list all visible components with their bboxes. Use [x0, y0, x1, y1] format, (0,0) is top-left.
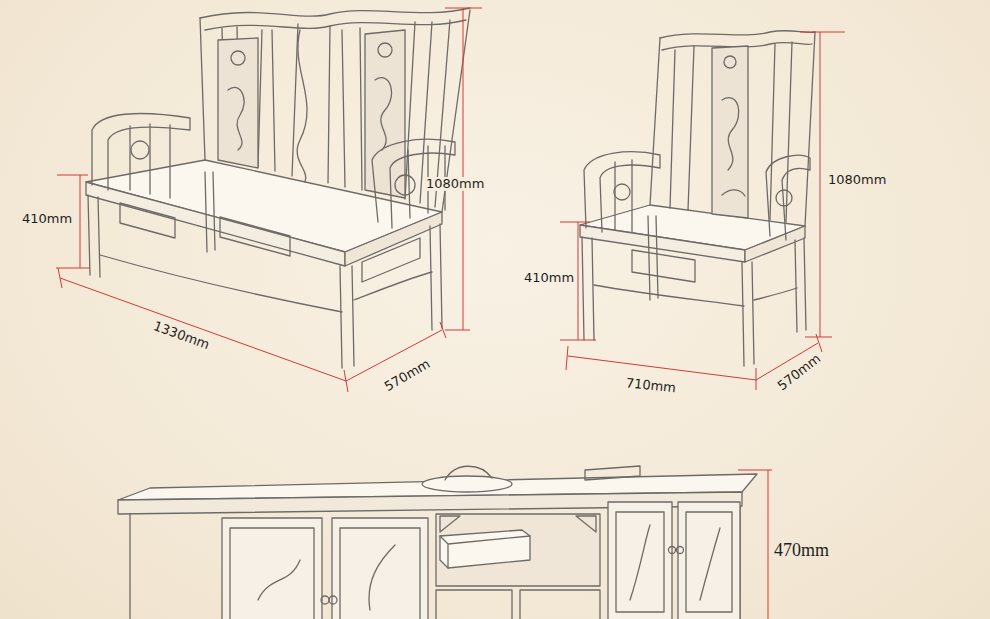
dimension-lines [56, 8, 845, 619]
dimension-label: 1330mm [150, 318, 214, 353]
dimension-label: 1080mm [826, 173, 888, 187]
dimension-label: 410mm [20, 212, 74, 226]
dimension-label: 410mm [522, 271, 576, 285]
cabinet-sketch [118, 466, 757, 619]
dimension-label: 470mm [772, 541, 831, 561]
sofa-sketch [86, 8, 470, 368]
dimension-label: 570mm [774, 350, 825, 395]
chair-sketch [580, 31, 815, 366]
dimension-label: 570mm [380, 356, 434, 395]
dimension-label: 710mm [623, 376, 678, 396]
dimension-label: 1080mm [424, 177, 486, 191]
